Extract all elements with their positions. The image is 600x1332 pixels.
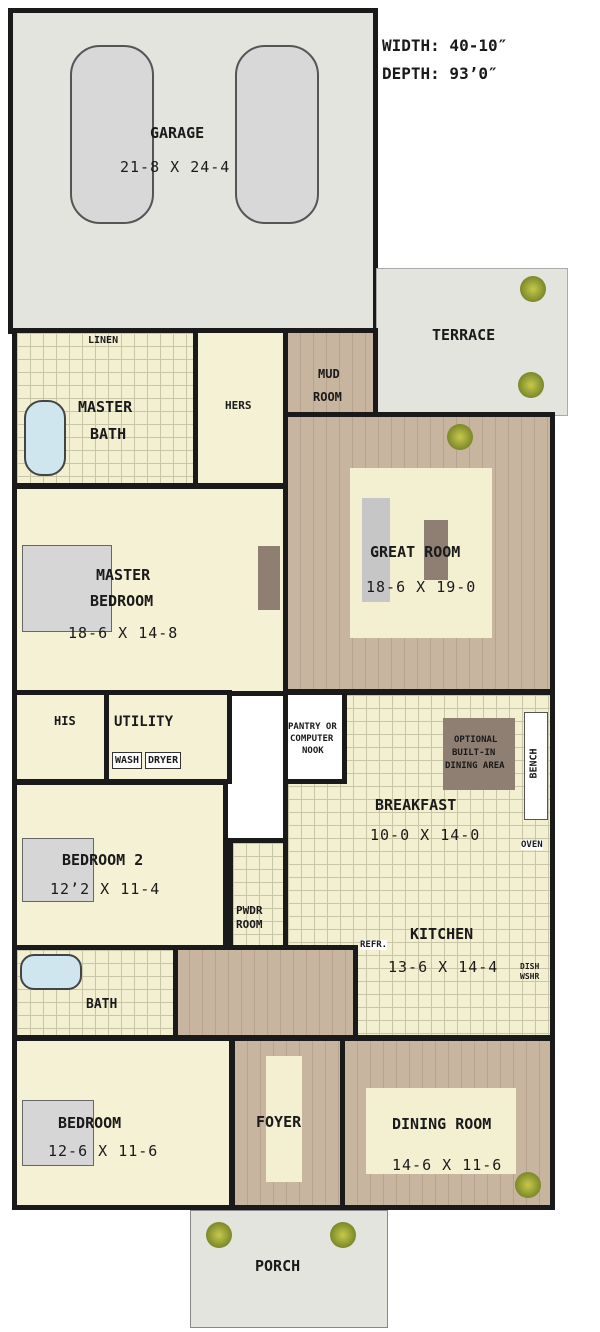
plant-icon (447, 424, 473, 450)
coffee-table (424, 520, 448, 580)
breakfast-label: BREAKFAST (375, 796, 457, 814)
pantry-label-3: NOOK (302, 746, 324, 756)
dining-rug (366, 1088, 516, 1174)
utility-label: UTILITY (114, 714, 174, 730)
width-spec: WIDTH: 40-10″ (382, 36, 508, 55)
washer: WASH (112, 752, 143, 769)
plant-icon (518, 372, 544, 398)
dryer: DRYER (145, 752, 182, 769)
dining-room-dim: 14-6 X 11-6 (392, 1156, 503, 1174)
bedroom-2-label: BEDROOM 2 (62, 851, 144, 869)
master-bath-label: MASTER (78, 398, 133, 416)
master-bedroom-label-2: BEDROOM (90, 592, 154, 610)
pantry-label-2: COMPUTER (290, 734, 334, 744)
bed (22, 545, 112, 632)
garage-label: GARAGE (150, 124, 205, 142)
master-bedroom-label: MASTER (96, 566, 151, 584)
hallway (172, 945, 358, 1040)
dining-room-label: DINING ROOM (392, 1115, 492, 1133)
oven: OVEN (521, 840, 543, 850)
garage-dim: 21-8 X 24-4 (120, 158, 231, 176)
sofa (362, 498, 390, 602)
dishwasher: DISH (520, 962, 540, 971)
bed (22, 1100, 94, 1166)
breakfast-dim: 10-0 X 14-0 (370, 826, 481, 844)
foyer-rug (266, 1056, 302, 1182)
refrigerator: REFR. (360, 940, 388, 950)
bathtub-icon (24, 400, 66, 476)
terrace-label: TERRACE (432, 326, 496, 344)
mud-room-label-2: ROOM (313, 390, 342, 404)
plant-icon (515, 1172, 541, 1198)
bench (524, 712, 548, 820)
porch-label: PORCH (255, 1257, 301, 1275)
great-room-label: GREAT ROOM (370, 543, 461, 561)
kitchen-label: KITCHEN (410, 925, 474, 943)
hers-label: HERS (225, 399, 252, 412)
car-right (235, 45, 319, 224)
master-bedroom-dim: 18-6 X 14-8 (68, 624, 179, 642)
powder-room (228, 838, 288, 968)
dishwasher-2: WSHR (520, 972, 540, 981)
bed (22, 838, 94, 902)
bedroom-2-dim: 12’2 X 11-4 (50, 880, 161, 898)
pantry (283, 690, 347, 784)
powder-label: PWDR (236, 904, 263, 917)
plant-icon (520, 276, 546, 302)
utility (104, 690, 232, 784)
bench-label: BENCH (528, 748, 540, 779)
plant-icon (330, 1222, 356, 1248)
dining-table (443, 718, 515, 790)
bedroom-dim: 12-6 X 11-6 (48, 1142, 159, 1160)
optional-dining-label-2: BUILT-IN (452, 748, 496, 758)
foyer-label: FOYER (256, 1113, 302, 1131)
mud-room-label: MUD (318, 367, 340, 381)
powder-label-2: ROOM (236, 918, 263, 931)
his-label: HIS (54, 714, 76, 728)
plant-icon (206, 1222, 232, 1248)
mud-room (283, 328, 378, 420)
his-closet (12, 690, 109, 784)
great-room-dim: 18-6 X 19-0 (366, 578, 477, 596)
bedroom-label: BEDROOM (58, 1114, 122, 1132)
master-bath-label-2: BATH (90, 425, 127, 443)
pantry-label: PANTRY OR (288, 722, 337, 732)
dresser (258, 546, 280, 610)
bath-label: BATH (86, 997, 118, 1012)
car-left (70, 45, 154, 224)
depth-spec: DEPTH: 93’0″ (382, 64, 498, 83)
bathtub-icon (20, 954, 82, 990)
kitchen-dim: 13-6 X 14-4 (388, 958, 499, 976)
optional-dining-label: OPTIONAL (454, 735, 498, 745)
linen-label: LINEN (88, 335, 119, 346)
optional-dining-label-3: DINING AREA (445, 761, 505, 771)
